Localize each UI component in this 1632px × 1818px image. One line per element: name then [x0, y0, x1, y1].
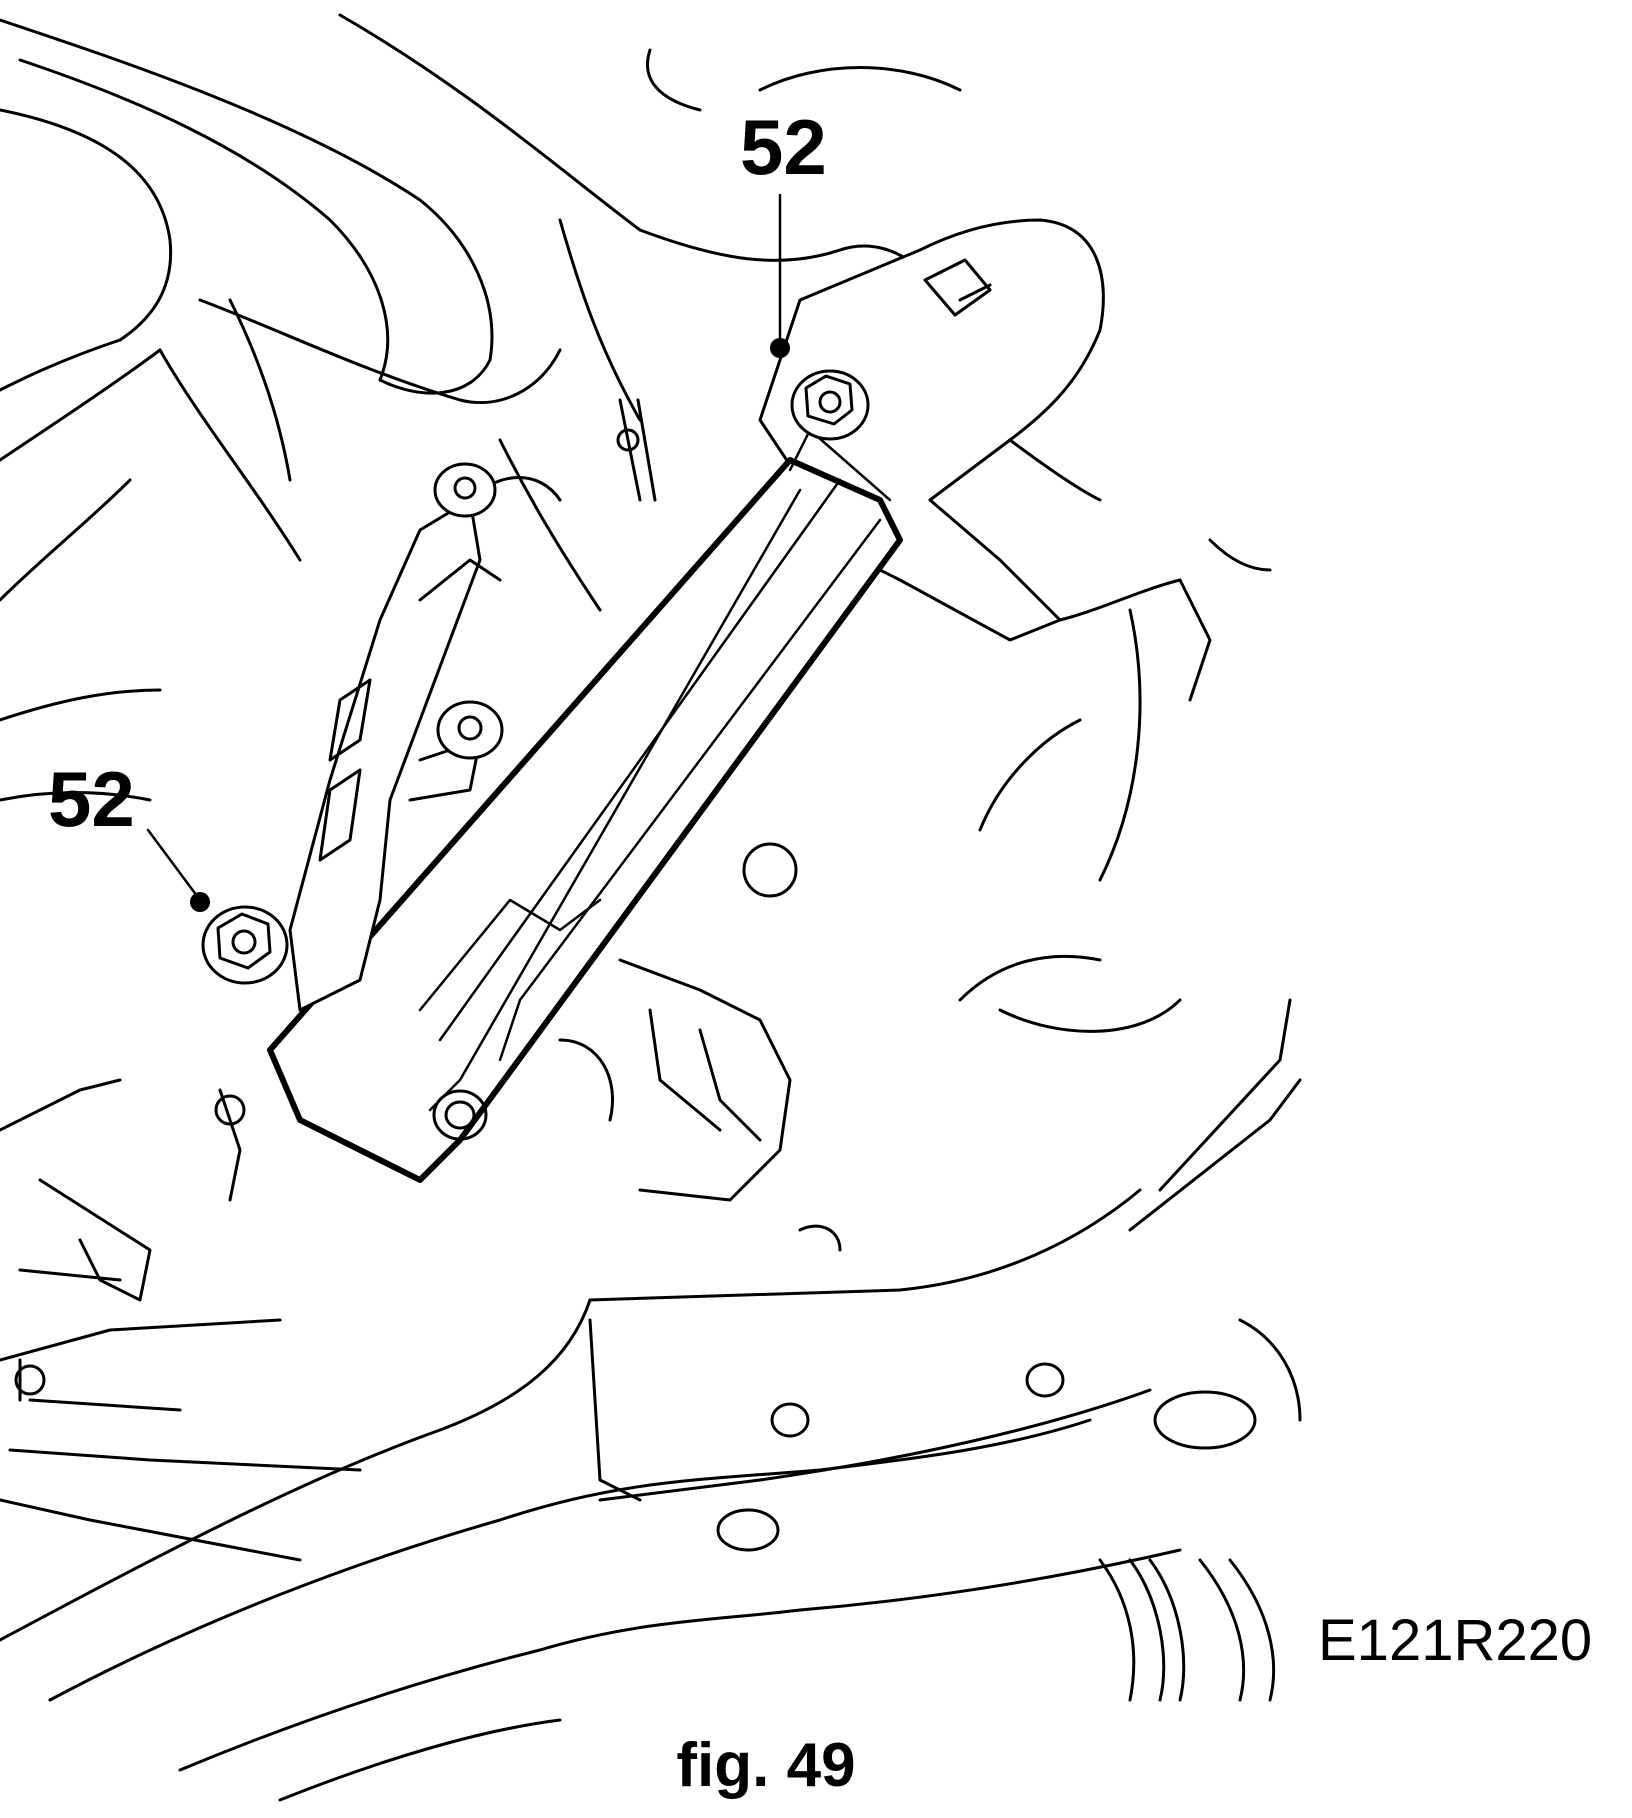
- lower-assembly: [214, 842, 842, 1252]
- bar-end-hole: [432, 1089, 488, 1141]
- callout-leaders: [146, 193, 790, 912]
- figure-caption: fig. 49: [676, 1731, 856, 1800]
- figure-caption-wrapper: fig. 49: [0, 1735, 1632, 1797]
- crossmember: [0, 608, 1302, 1802]
- upper-body-panels: [0, 13, 962, 802]
- support-bar: [267, 428, 903, 1183]
- wheel-arch: [1098, 1318, 1302, 1702]
- top-bolt: [790, 369, 870, 441]
- bracket-bolt-middle: [436, 700, 504, 760]
- reference-code: E121R220: [1318, 1608, 1593, 1673]
- left-bolt: [201, 905, 289, 985]
- left-bracket: [288, 476, 562, 1012]
- lower-left-frame: [0, 1078, 362, 1562]
- stud-bolt: [616, 398, 657, 502]
- callout-label-left: 52: [48, 755, 135, 843]
- bracket-bolt-upper: [433, 462, 497, 518]
- callout-label-top: 52: [740, 103, 827, 191]
